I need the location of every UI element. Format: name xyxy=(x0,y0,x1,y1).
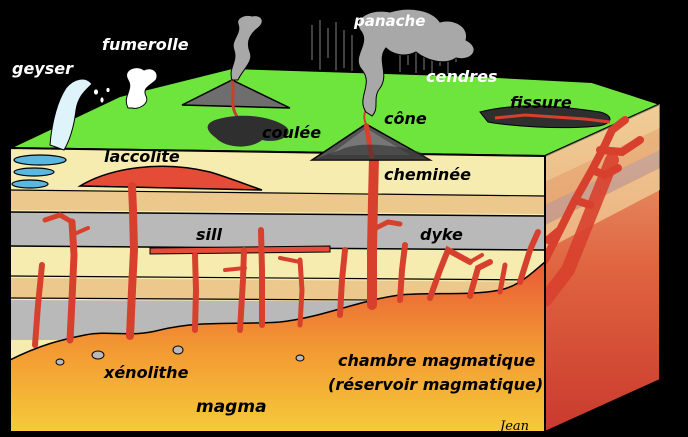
label-geyser: geyser xyxy=(12,59,74,78)
label-chambre: chambre magmatique xyxy=(338,351,535,370)
label-sill: sill xyxy=(196,225,222,244)
dykes xyxy=(32,153,541,348)
label-cone: cône xyxy=(384,109,427,128)
xenoliths xyxy=(55,345,305,366)
label-laccolite: laccolite xyxy=(104,147,180,166)
laccolith xyxy=(77,165,263,191)
ash-plume xyxy=(357,8,475,117)
label-dyke: dyke xyxy=(420,225,463,244)
geyser-pocket xyxy=(11,154,67,189)
label-panache: panache xyxy=(353,12,425,30)
label-fumerolle: fumerolle xyxy=(102,35,189,54)
label-cheminee: cheminée xyxy=(384,165,471,184)
signature: Jean xyxy=(497,419,529,434)
fissure xyxy=(479,105,611,129)
small-volcano-smoke xyxy=(230,15,263,81)
geyser-drops xyxy=(93,87,111,104)
label-magma: magma xyxy=(196,397,267,417)
label-coulee: coulée xyxy=(262,123,321,142)
label-fissure: fissure xyxy=(510,93,572,112)
small-volcano xyxy=(181,79,291,147)
label-cendres: cendres xyxy=(426,67,497,86)
geyser-jet xyxy=(49,78,93,151)
lava-flow xyxy=(312,144,430,160)
sill xyxy=(149,245,331,255)
label-reservoir: (réservoir magmatique) xyxy=(328,375,543,394)
label-xenolithe: xénolithe xyxy=(103,363,189,382)
block-front-face xyxy=(10,148,545,432)
fumarole-steam xyxy=(125,67,158,109)
